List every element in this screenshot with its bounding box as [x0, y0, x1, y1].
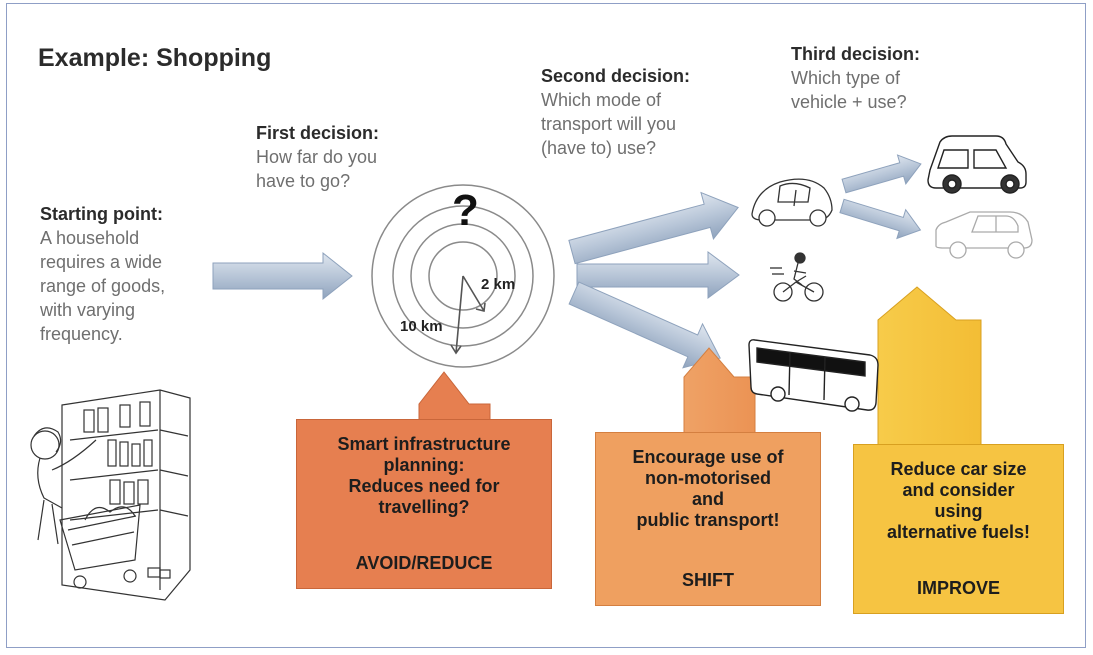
improve-box-line: alternative fuels!: [886, 522, 1031, 542]
improve-box-line: and consider: [902, 480, 1015, 500]
first-decision-block: First decision: How far do you have to g…: [256, 121, 379, 193]
second-decision-heading: Second decision:: [541, 66, 691, 86]
shift-box-line: non-motorised: [645, 468, 771, 488]
starting-point-line: with varying: [40, 300, 136, 320]
first-decision-heading: First decision:: [256, 123, 380, 143]
flow-arrow-to-car: [568, 191, 739, 265]
flow-arrow-start: [212, 251, 353, 301]
improve-tag: IMPROVE: [916, 578, 1000, 598]
second-decision-block: Second decision: Which mode of transport…: [541, 64, 690, 160]
starting-point-line: range of goods,: [40, 276, 166, 296]
shopper-with-cart-illustration: [30, 389, 191, 601]
second-decision-line: (have to) use?: [541, 138, 657, 158]
small-car-illustration: [751, 178, 833, 227]
distance-circles: [371, 184, 555, 368]
avoid-arrow-head: [398, 371, 491, 421]
flow-arrow-to-compact-car: [839, 198, 922, 240]
improve-box-line: Reduce car size: [890, 459, 1027, 479]
avoid-reduce-tag: AVOID/REDUCE: [355, 553, 493, 573]
starting-point-line: requires a wide: [40, 252, 163, 272]
second-decision-line: transport will you: [541, 114, 677, 134]
first-decision-line: have to go?: [256, 171, 351, 191]
avoid-box-line: travelling?: [378, 497, 470, 517]
cyclist-illustration: [770, 252, 824, 302]
near-distance-label: 2 km: [481, 276, 516, 293]
far-distance-label: 10 km: [400, 318, 443, 335]
starting-point-heading: Starting point:: [40, 204, 163, 224]
third-decision-heading: Third decision:: [791, 44, 921, 64]
third-decision-line: vehicle + use?: [791, 92, 907, 112]
shift-box-line: public transport!: [636, 510, 780, 530]
shift-box-line: and: [691, 489, 724, 509]
avoid-box-line: planning:: [383, 455, 465, 475]
avoid-reduce-box: Smart infrastructure planning: Reduces n…: [296, 419, 552, 589]
shift-tag: SHIFT: [682, 570, 734, 590]
second-decision-line: Which mode of: [541, 90, 662, 110]
bus-illustration: [748, 339, 879, 412]
improve-box-line: using: [934, 501, 983, 521]
first-decision-line: How far do you: [256, 147, 378, 167]
suv-illustration: [927, 135, 1027, 194]
flow-arrow-to-bicycle: [576, 251, 740, 299]
improve-arrow-head: [853, 286, 982, 446]
starting-point-line: A household: [40, 228, 140, 248]
avoid-box-line: Reduces need for: [348, 476, 500, 496]
page-title: Example: Shopping: [38, 44, 272, 72]
shift-arrow-head: [663, 347, 756, 434]
starting-point-line: frequency.: [40, 324, 123, 344]
compact-car-illustration: [935, 211, 1033, 259]
shift-box-line: Encourage use of: [632, 447, 784, 467]
radius-pointers: [450, 275, 486, 355]
avoid-box-line: Smart infrastructure: [337, 434, 511, 454]
distance-question-mark: ?: [452, 186, 479, 235]
third-decision-line: Which type of: [791, 68, 901, 88]
third-decision-block: Third decision: Which type of vehicle + …: [791, 42, 920, 114]
improve-box: Reduce car size and consider using alter…: [853, 444, 1064, 614]
shift-box: Encourage use of non-motorised and publi…: [595, 432, 821, 606]
flow-arrow-to-suv: [841, 154, 922, 194]
starting-point-block: Starting point: A household requires a w…: [40, 202, 165, 346]
